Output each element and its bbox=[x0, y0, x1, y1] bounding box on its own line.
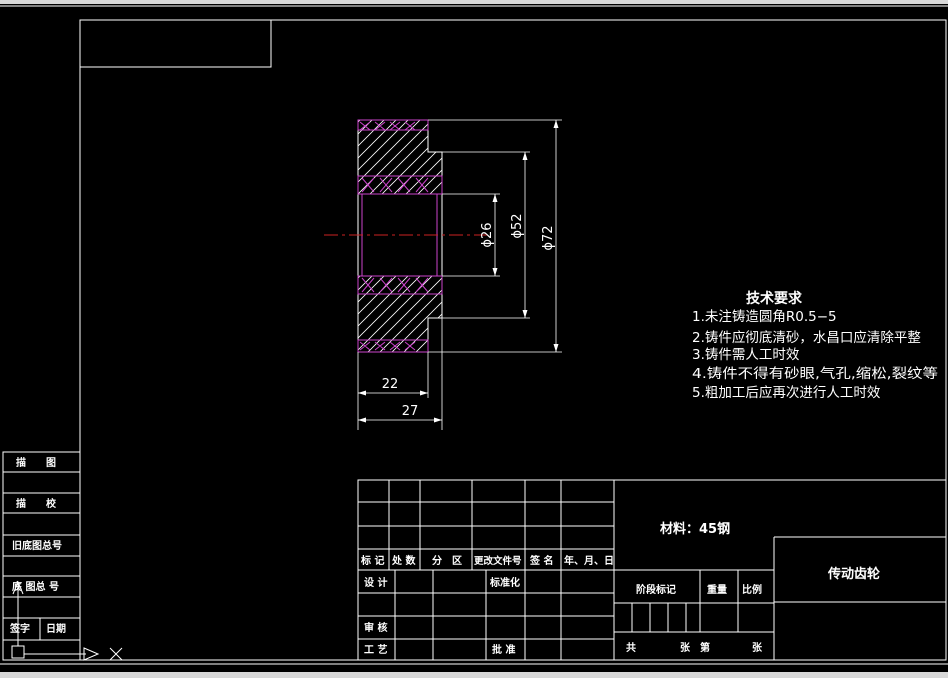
tb-sheet: 张 bbox=[752, 641, 763, 654]
title-block: 标 记 处 数 分 区 更改文件号 签 名 年、月、日 设 计 标准化 审 核 … bbox=[357, 479, 947, 661]
tech-item-5: 5.粗加工后应再次进行人工时效 bbox=[692, 384, 881, 401]
tb-hdr-docno: 更改文件号 bbox=[474, 555, 522, 567]
side-table: 描 图 描 校 旧底图总号 底 图总 号 签字 日期 bbox=[2, 451, 81, 661]
tb-no: 第 bbox=[700, 641, 710, 654]
tb-part-name: 传动齿轮 bbox=[827, 566, 880, 582]
tb-total: 共 bbox=[626, 641, 636, 654]
tb-material: 材料：45钢 bbox=[660, 521, 730, 537]
tb-hdr-mark: 标 记 bbox=[360, 554, 384, 567]
side-row-3: 旧底图总号 bbox=[12, 539, 62, 552]
dimension-labels: ϕ26 ϕ52 ϕ72 22 27 bbox=[382, 213, 556, 419]
dim-w22: 22 bbox=[382, 377, 399, 392]
side-row-4: 底 图总 号 bbox=[12, 580, 59, 593]
tb-hdr-sign: 签 名 bbox=[529, 554, 553, 567]
tech-item-2: 2.铸件应彻底清砂，水昌口应清除平整 bbox=[692, 329, 921, 346]
tb-process: 工 艺 bbox=[364, 643, 387, 656]
corner-code-box bbox=[79, 19, 272, 68]
tb-stage: 阶段标记 bbox=[636, 583, 676, 596]
tb-design: 设 计 bbox=[364, 576, 387, 589]
tb-hdr-count: 处 数 bbox=[391, 554, 416, 567]
dim-d52: ϕ52 bbox=[510, 213, 525, 238]
upper-wall-section bbox=[357, 119, 443, 195]
tb-weight: 重量 bbox=[707, 583, 727, 596]
tech-requirements: 技术要求 1.未注铸造圆角R0.5−5 2.铸件应彻底清砂，水昌口应清除平整 3… bbox=[692, 290, 938, 401]
side-row-1: 描 图 bbox=[16, 456, 56, 469]
window-top-edge bbox=[0, 0, 948, 7]
tb-hdr-date: 年、月、日 bbox=[564, 554, 614, 567]
side-row-5a: 签字 bbox=[9, 622, 30, 635]
tb-standard: 标准化 bbox=[489, 576, 520, 589]
dim-d72: ϕ72 bbox=[541, 225, 556, 250]
tech-item-3: 3.铸件需人工时效 bbox=[692, 347, 800, 363]
tb-scale: 比例 bbox=[742, 583, 762, 596]
section-hatch-marks bbox=[357, 119, 443, 353]
ucs-icon bbox=[11, 580, 123, 661]
dim-w27: 27 bbox=[402, 404, 419, 419]
tb-review: 审 核 bbox=[364, 621, 387, 634]
tech-item-4: 4.铸件不得有砂眼,气孔,缩松,裂纹等 bbox=[692, 365, 938, 382]
side-row-2: 描 校 bbox=[16, 497, 57, 510]
window-bottom-edge bbox=[0, 663, 948, 678]
side-row-5b: 日期 bbox=[46, 622, 66, 635]
tb-hdr-zone: 分 区 bbox=[432, 554, 462, 567]
tech-item-1: 1.未注铸造圆角R0.5−5 bbox=[692, 309, 837, 325]
tb-sheets: 张 bbox=[680, 641, 691, 654]
dim-d26: ϕ26 bbox=[480, 222, 495, 247]
dimension-lines bbox=[357, 119, 562, 430]
tech-title: 技术要求 bbox=[746, 290, 803, 307]
tb-approve: 批 准 bbox=[492, 643, 515, 656]
gear-section-view[interactable] bbox=[324, 119, 490, 353]
dimension-arrows bbox=[358, 120, 559, 423]
